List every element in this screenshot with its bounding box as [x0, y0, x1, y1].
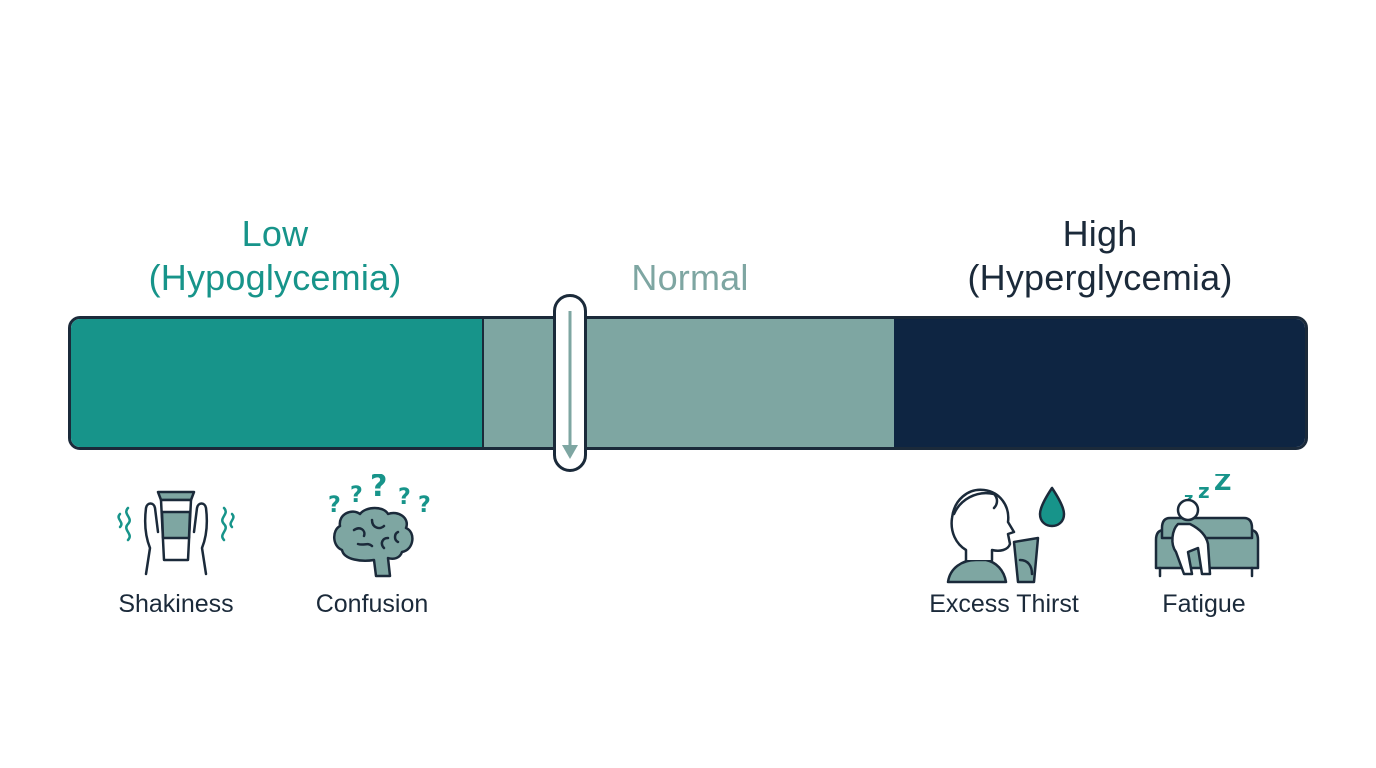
svg-text:z: z — [1198, 479, 1210, 503]
high-zone-sublabel: (Hyperglycemia) — [967, 257, 1233, 298]
normal-zone-label: Normal — [631, 257, 749, 298]
down-arrow-icon — [562, 311, 578, 459]
svg-text:?: ? — [418, 493, 431, 518]
tired-person-on-couch-icon: z z Z — [1154, 474, 1260, 578]
symptom-shakiness: Shakiness — [76, 474, 276, 619]
svg-text:Z: Z — [1214, 474, 1231, 496]
symptom-label: Confusion — [315, 590, 429, 618]
low-zone-label: Low — [241, 213, 309, 254]
symptom-fatigue: z z Z Fatigue — [1104, 474, 1304, 619]
high-zone-title: High (Hyperglycemia) — [920, 212, 1280, 300]
low-zone-title: Low (Hypoglycemia) — [90, 212, 460, 300]
svg-text:z: z — [1184, 489, 1193, 508]
normal-zone-title: Normal — [560, 256, 820, 300]
shaking-hands-icon — [117, 490, 235, 576]
confused-brain-icon: ? ? ? ? ? — [328, 474, 431, 578]
svg-text:?: ? — [398, 485, 411, 510]
svg-text:?: ? — [370, 474, 387, 504]
low-zone-segment — [71, 319, 484, 447]
svg-text:?: ? — [350, 483, 363, 508]
high-zone-label: High — [1062, 213, 1138, 254]
drinking-person-icon — [946, 486, 1066, 584]
normal-zone-segment — [484, 319, 894, 447]
high-zone-segment — [894, 319, 1305, 447]
symptom-label: Shakiness — [118, 590, 234, 618]
glucose-range-bar — [68, 316, 1308, 450]
level-indicator — [553, 294, 587, 472]
svg-text:?: ? — [328, 493, 341, 518]
symptom-label: Fatigue — [1162, 590, 1246, 618]
symptom-label: Excess Thirst — [929, 590, 1079, 618]
symptom-confusion: ? ? ? ? ? Confusion — [272, 474, 472, 619]
symptom-excess-thirst: Excess Thirst — [904, 474, 1104, 619]
low-zone-sublabel: (Hypoglycemia) — [148, 257, 402, 298]
